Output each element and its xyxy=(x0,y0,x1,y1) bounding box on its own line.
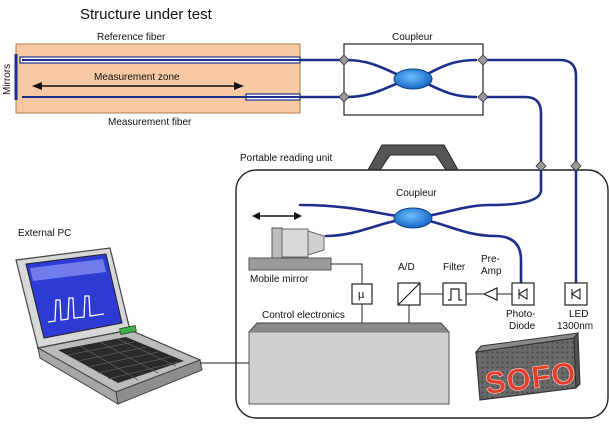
connector xyxy=(338,91,350,103)
connector xyxy=(477,54,489,66)
mirrors-label: Mirrors xyxy=(2,64,13,95)
preamp-label-line1: Pre- xyxy=(481,254,500,265)
reference-fiber-label: Reference fiber xyxy=(97,32,166,43)
inner-coupler-element xyxy=(393,207,433,229)
external-pc-label: External PC xyxy=(18,228,71,239)
mirror-stage xyxy=(248,257,332,271)
photodiode-label-line2: Diode xyxy=(509,321,536,332)
measurement-fiber-label: Measurement fiber xyxy=(108,117,192,128)
led-icon xyxy=(570,288,581,300)
led-box xyxy=(564,282,588,306)
mobile-mirror-label: Mobile mirror xyxy=(250,274,309,285)
preamp-label-line2: Amp xyxy=(481,266,502,277)
case-handle xyxy=(367,144,459,171)
ad-label: A/D xyxy=(398,262,415,273)
laptop-led xyxy=(119,325,137,335)
measurement-zone-label: Measurement zone xyxy=(94,72,180,83)
connector xyxy=(338,54,350,66)
photodiode-icon xyxy=(517,288,528,300)
filter-label: Filter xyxy=(443,262,466,273)
top-coupler-label: Coupleur xyxy=(392,32,433,43)
led-label-line1: LED xyxy=(569,309,588,320)
control-electronics-label: Control electronics xyxy=(262,310,345,321)
fiber-to-led xyxy=(486,58,578,167)
inner-fiber-lower xyxy=(324,217,523,285)
fiber-to-unit xyxy=(486,95,543,167)
photodiode-box xyxy=(511,282,535,306)
inner-coupler-label: Coupleur xyxy=(396,188,437,199)
mobile-mirror-housing xyxy=(281,228,309,258)
screen-graph xyxy=(47,295,105,323)
control-electronics-box xyxy=(248,331,450,405)
microcontroller-box xyxy=(351,283,373,305)
laptop xyxy=(15,247,203,405)
preamp-icon xyxy=(482,287,498,301)
lens xyxy=(307,230,325,256)
structure-under-test xyxy=(15,43,301,114)
mu-label: µ xyxy=(358,289,365,301)
filter-box xyxy=(442,282,467,306)
connector xyxy=(477,91,489,103)
top-coupler-element xyxy=(393,68,433,90)
photodiode-label-line1: Photo- xyxy=(506,309,535,320)
title: Structure under test xyxy=(80,6,213,23)
portable-unit-label: Portable reading unit xyxy=(240,153,333,164)
led-label-line2: 1300nm xyxy=(557,321,593,332)
inner-fiber-upper xyxy=(298,169,543,219)
